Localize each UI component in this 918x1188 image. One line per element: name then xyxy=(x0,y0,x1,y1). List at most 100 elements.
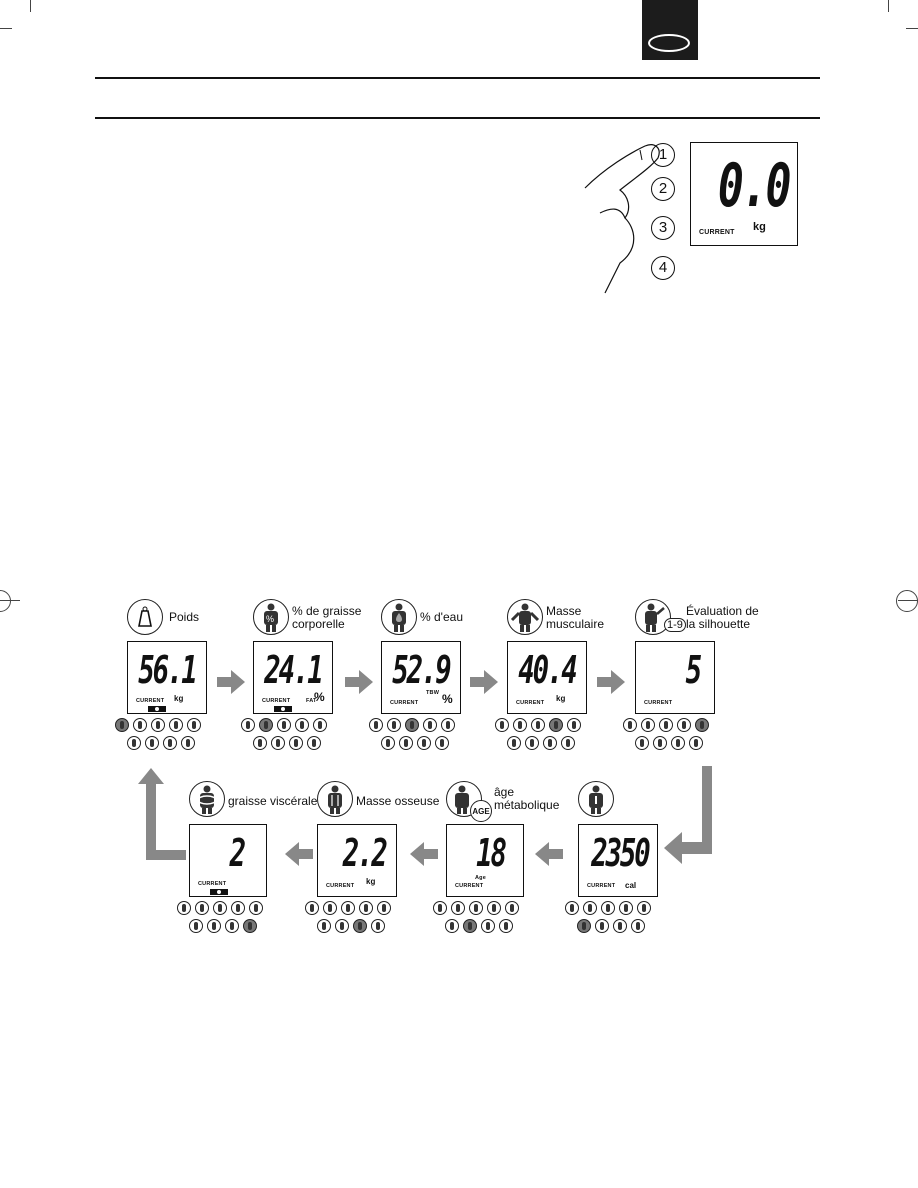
indicator-icon xyxy=(151,718,165,732)
lcd-weight-label: CURRENT xyxy=(136,698,165,704)
lcd-water-sub: TBW xyxy=(426,690,440,696)
indicator-icon xyxy=(637,901,651,915)
arrow-left-icon xyxy=(410,842,438,866)
lcd-body-fat-bar xyxy=(274,706,292,712)
physique-rating-icon xyxy=(635,599,671,635)
caption-weight: Poids xyxy=(169,610,200,624)
lcd-calories-value: 2350 xyxy=(591,831,651,875)
lcd-visceral: 2 CURRENT xyxy=(189,824,267,897)
crop-mark-top-left-h xyxy=(0,28,12,29)
indicator-icon xyxy=(225,919,239,933)
lcd-metabolic-age: 18 Age CURRENT xyxy=(446,824,524,897)
indicator-icon xyxy=(433,901,447,915)
lcd-calories: 2350 CURRENT cal xyxy=(578,824,658,897)
indicator-icon xyxy=(371,919,385,933)
lcd-physique: 5 CURRENT xyxy=(635,641,715,714)
language-oval-icon xyxy=(648,34,690,52)
physique-badge: 1-9 xyxy=(664,618,686,632)
indicator-icon xyxy=(377,901,391,915)
indicator-icon xyxy=(369,718,383,732)
lcd-physique-value: 5 xyxy=(685,648,702,692)
indicator-icon xyxy=(659,718,673,732)
button-1[interactable]: 1 xyxy=(651,143,675,167)
crop-mark-top-right-h xyxy=(906,28,918,29)
svg-text:%: % xyxy=(266,614,274,624)
indicator-icon xyxy=(289,736,303,750)
indicator-icon xyxy=(463,919,477,933)
lcd-bone: 2.2 kg CURRENT xyxy=(317,824,397,897)
indicator-icon xyxy=(671,736,685,750)
indicator-icon xyxy=(133,718,147,732)
registration-mark-left-icon xyxy=(0,590,11,612)
arrow-right-icon xyxy=(217,670,245,694)
crop-mark-top-right xyxy=(888,0,889,12)
indicator-icon xyxy=(619,901,633,915)
indicator-icon xyxy=(335,919,349,933)
lcd-weight: 56.1 kg CURRENT xyxy=(127,641,207,714)
age-badge: AGE xyxy=(470,800,492,822)
arrow-up-icon xyxy=(138,768,186,860)
indicator-icon xyxy=(313,718,327,732)
display-unit: kg xyxy=(753,221,766,233)
indicator-icon xyxy=(565,901,579,915)
indicator-icon xyxy=(507,736,521,750)
button-2[interactable]: 2 xyxy=(651,177,675,201)
indicator-icon xyxy=(613,919,627,933)
indicator-icon xyxy=(677,718,691,732)
lcd-calories-unit: cal xyxy=(625,881,637,890)
crop-mark-top-left xyxy=(30,0,31,12)
indicator-icon xyxy=(341,901,355,915)
button-3[interactable]: 3 xyxy=(651,216,675,240)
calorie-intake-icon xyxy=(578,781,614,817)
header-rule-bottom xyxy=(95,117,820,119)
indicator-icon xyxy=(387,718,401,732)
indicator-icon xyxy=(595,919,609,933)
indicator-icon xyxy=(169,718,183,732)
indicator-icon xyxy=(653,736,667,750)
indicator-icon xyxy=(531,718,545,732)
lcd-metabolic-age-sub: Age xyxy=(475,875,486,881)
indicator-icon xyxy=(499,919,513,933)
arrow-right-icon xyxy=(597,670,625,694)
lcd-muscle: 40.4 kg CURRENT xyxy=(507,641,587,714)
indicator-icon xyxy=(405,718,419,732)
indicator-icon xyxy=(259,718,273,732)
arrow-right-icon xyxy=(345,670,373,694)
caption-metabolic-age: âge métabolique xyxy=(494,785,560,812)
indicator-icon xyxy=(243,919,257,933)
caption-physique: Évaluation de la silhouette xyxy=(686,604,759,631)
indicator-icon xyxy=(163,736,177,750)
lcd-muscle-label: CURRENT xyxy=(516,700,545,706)
lcd-body-fat-value: 24.1 xyxy=(264,648,324,692)
scale-display: 0.0 CURRENT kg xyxy=(690,142,798,246)
lcd-visceral-value: 2 xyxy=(229,831,246,875)
indicator-icon xyxy=(495,718,509,732)
indicator-icon xyxy=(635,736,649,750)
lcd-calories-label: CURRENT xyxy=(587,883,616,889)
indicator-icon xyxy=(295,718,309,732)
indicator-icon xyxy=(399,736,413,750)
arrow-down-left-icon xyxy=(664,766,712,864)
indicator-icon xyxy=(631,919,645,933)
indicator-icon xyxy=(445,919,459,933)
lcd-weight-unit: kg xyxy=(174,694,184,703)
lcd-metabolic-age-label: CURRENT xyxy=(455,883,484,889)
button-4[interactable]: 4 xyxy=(651,256,675,280)
lcd-weight-value: 56.1 xyxy=(138,648,198,692)
caption-water: % d'eau xyxy=(420,610,463,624)
lcd-body-fat-sub: FAT xyxy=(306,698,317,704)
lcd-body-fat-unit: % xyxy=(314,690,325,704)
visceral-fat-icon xyxy=(189,781,225,817)
weight-icon xyxy=(127,599,163,635)
body-fat-icon: % xyxy=(253,599,289,635)
lcd-bone-unit: kg xyxy=(366,877,376,886)
indicator-icon xyxy=(577,919,591,933)
indicator-icon xyxy=(145,736,159,750)
lcd-metabolic-age-value: 18 xyxy=(476,831,507,875)
lcd-bone-label: CURRENT xyxy=(326,883,355,889)
indicator-icon xyxy=(525,736,539,750)
lcd-muscle-unit: kg xyxy=(556,694,566,703)
indicator-icon xyxy=(187,718,201,732)
indicator-icon xyxy=(253,736,267,750)
indicator-icon xyxy=(359,901,373,915)
